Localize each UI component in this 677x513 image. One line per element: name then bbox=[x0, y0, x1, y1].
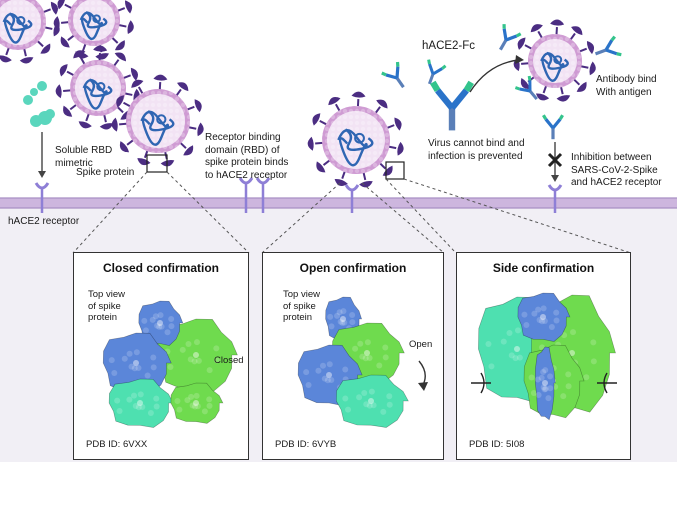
hace2-fc-antibody-icon bbox=[430, 80, 474, 131]
open-state-label: Open bbox=[409, 339, 433, 350]
hace2-receptor bbox=[344, 184, 360, 213]
antibody-icon bbox=[594, 35, 622, 57]
open-arrow bbox=[418, 360, 426, 386]
open-spike-structure bbox=[297, 296, 428, 428]
open-confirmation-panel: Open confirmation Top view of spike prot… bbox=[262, 252, 444, 460]
inhibition-label: Inhibition between SARS-CoV-2-Spike and … bbox=[571, 152, 662, 188]
antibody-icon bbox=[427, 59, 447, 85]
block-x-icon bbox=[547, 152, 563, 168]
rbd-highlight-box bbox=[385, 161, 405, 180]
protomer-teal bbox=[108, 378, 174, 428]
rbd-binding-label: Receptor binding domain (RBD) of spike p… bbox=[205, 132, 289, 181]
panel-title: Side confirmation bbox=[492, 261, 595, 275]
side-spike-structure bbox=[471, 292, 617, 421]
soluble-rbd-blob bbox=[23, 95, 33, 105]
protomer-blue bbox=[517, 292, 571, 342]
pdb-id: PDB ID: 5I08 bbox=[469, 439, 525, 450]
virus-particle bbox=[513, 19, 596, 102]
curved-arrow-head bbox=[515, 55, 524, 64]
soluble-rbd-blob bbox=[30, 88, 38, 96]
virus-particle bbox=[111, 74, 204, 167]
protomer-teal bbox=[335, 374, 409, 428]
antibody-icon bbox=[381, 61, 405, 89]
rotation-arrow bbox=[471, 372, 491, 394]
zoom-guide-line bbox=[166, 171, 250, 254]
hace2-receptor bbox=[547, 184, 563, 213]
protomer-blue bbox=[534, 346, 556, 421]
hace2-receptor bbox=[255, 177, 271, 213]
protomer-green bbox=[170, 382, 224, 424]
soluble-rbd-blob bbox=[37, 81, 47, 91]
antibody-icon bbox=[514, 75, 538, 101]
top-view-label: Top view of spike protein bbox=[283, 289, 320, 323]
soluble-rbd-blob bbox=[45, 109, 55, 119]
pdb-id: PDB ID: 6VXX bbox=[86, 439, 148, 450]
panel-title: Open confirmation bbox=[299, 261, 407, 275]
side-confirmation-panel: Side confirmation PDB ID: 5I08 bbox=[456, 252, 631, 460]
panel-title: Closed confirmation bbox=[102, 261, 219, 275]
open-arrow-head bbox=[418, 382, 428, 391]
virus-particle bbox=[55, 45, 140, 130]
binding-arrow bbox=[38, 132, 46, 178]
cell-membrane bbox=[0, 198, 677, 208]
pdb-id: PDB ID: 6VYB bbox=[275, 439, 337, 450]
virus-cannot-bind-label: Virus cannot bind and infection is preve… bbox=[428, 138, 525, 162]
protomer-blue bbox=[102, 332, 172, 394]
zoom-guide-line bbox=[403, 178, 632, 254]
closed-spike-structure bbox=[102, 300, 238, 428]
closed-state-label: Closed bbox=[214, 355, 244, 366]
soluble-rbd-label: Soluble RBD mimetric bbox=[55, 145, 113, 169]
curved-arrow bbox=[469, 59, 519, 93]
top-view-label: Top view of spike protein bbox=[88, 289, 125, 323]
antibody-icon bbox=[499, 24, 522, 51]
virus-particle bbox=[307, 91, 404, 188]
zoom-guide-line bbox=[385, 178, 457, 254]
antibody-bind-label: Antibody bind With antigen bbox=[596, 74, 657, 98]
hace2-receptor bbox=[34, 182, 50, 213]
virus-particle bbox=[0, 0, 60, 64]
rbd-highlight-box bbox=[146, 154, 168, 173]
hace2-receptor-label: hACE2 receptor bbox=[8, 216, 80, 227]
rotation-arrow bbox=[597, 372, 617, 394]
closed-confirmation-panel: Closed confirmation Top view of spike pr… bbox=[73, 252, 249, 460]
zoom-guide-line bbox=[72, 171, 148, 254]
soluble-rbd-blob bbox=[30, 115, 42, 127]
hace2-receptor bbox=[238, 177, 254, 213]
antibody-icon bbox=[542, 114, 564, 140]
spike-protein-label: Spike protein bbox=[76, 167, 135, 178]
virus-particle bbox=[53, 0, 134, 60]
hace2-fc-label: hACE2-Fc bbox=[422, 40, 476, 52]
